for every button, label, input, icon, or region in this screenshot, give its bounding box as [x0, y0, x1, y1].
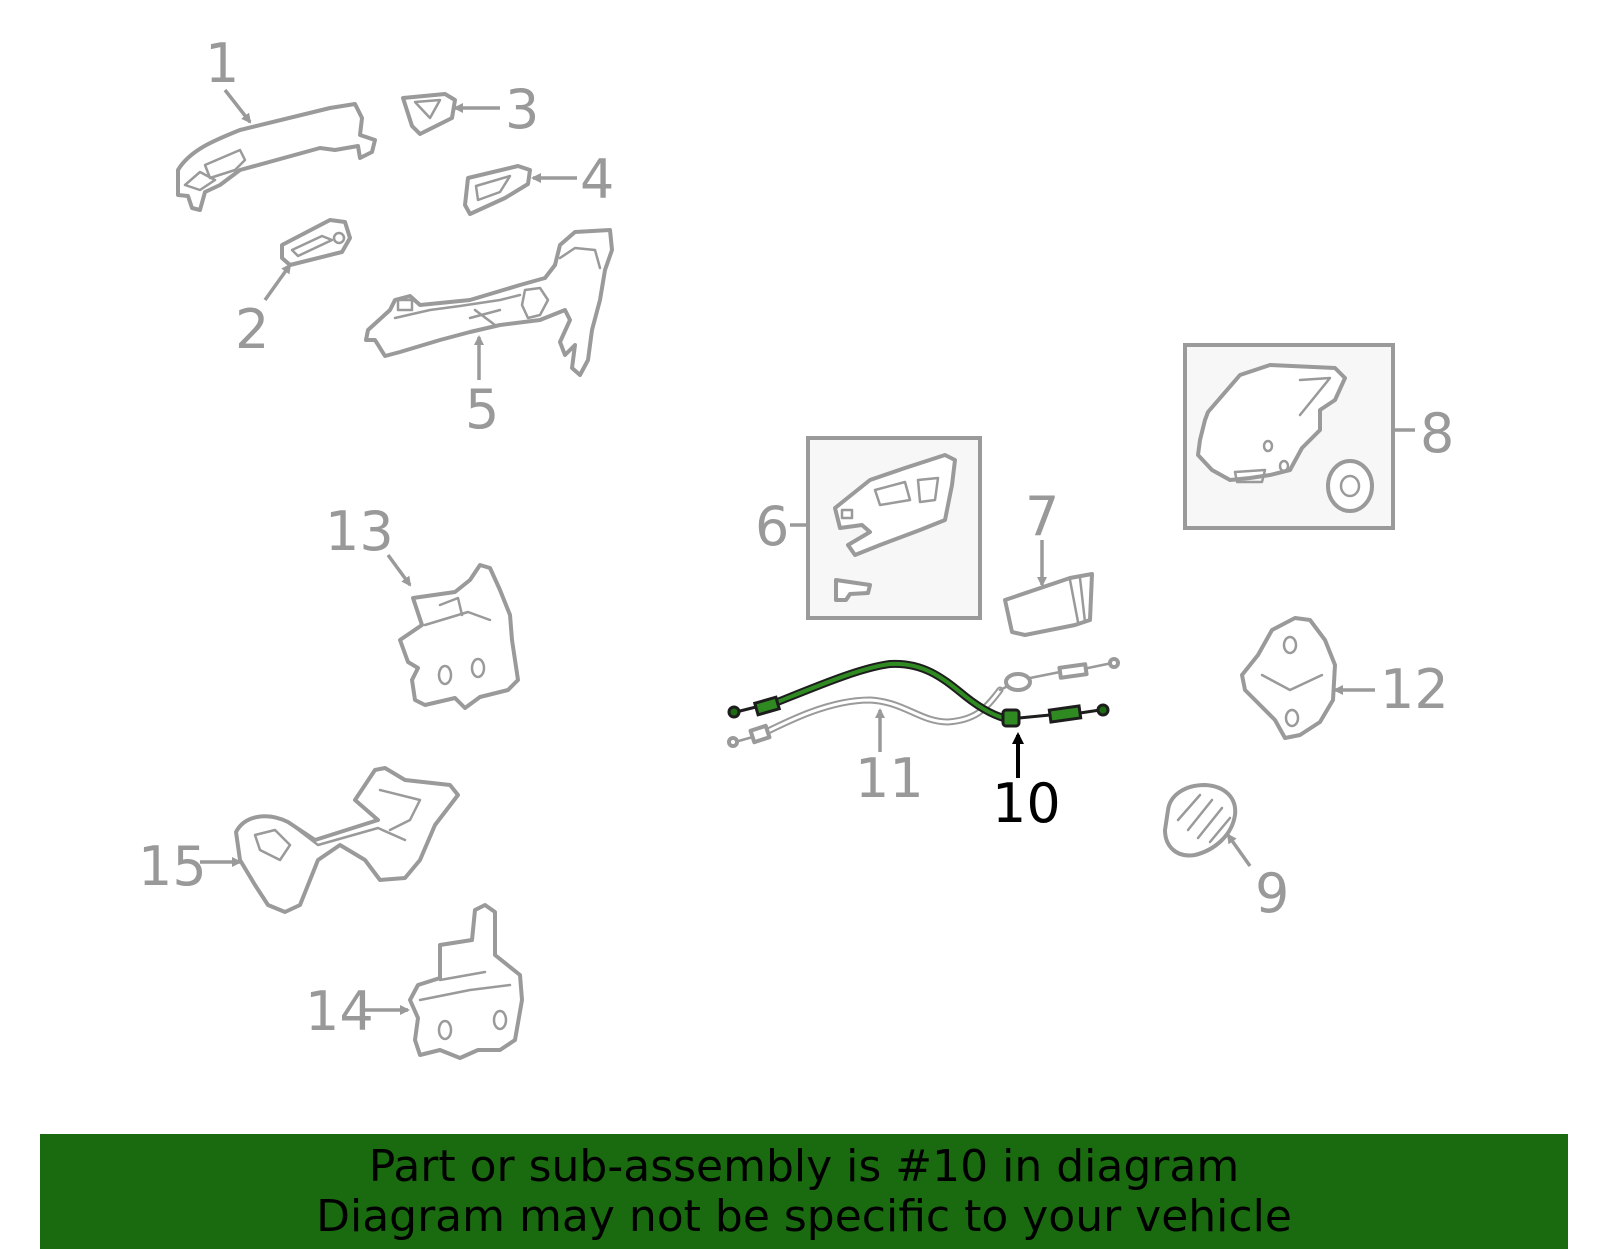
callout-15: 15: [138, 835, 207, 898]
leader-9: [1226, 833, 1252, 868]
callout-5: 5: [465, 378, 499, 441]
banner-line-2: Diagram may not be specific to your vehi…: [316, 1191, 1292, 1242]
part-12-striker: [1240, 616, 1337, 740]
banner-line-1: Part or sub-assembly is #10 in diagram: [368, 1141, 1240, 1192]
callout-2: 2: [235, 298, 269, 361]
part-13-hinge-upper: [398, 563, 520, 710]
callout-8: 8: [1420, 402, 1454, 465]
callout-13: 13: [325, 500, 394, 563]
callout-7: 7: [1025, 485, 1059, 548]
callout-6: 6: [755, 495, 789, 558]
callout-1: 1: [205, 32, 239, 95]
part-6-box: [806, 436, 982, 620]
callout-11: 11: [855, 747, 924, 810]
part-11-cable: [727, 657, 1120, 748]
callout-9: 9: [1255, 862, 1289, 925]
part-8-box: [1183, 343, 1395, 530]
part-14-hinge-lower: [408, 903, 524, 1060]
part-1-outer-handle: [176, 102, 377, 212]
callout-14: 14: [305, 980, 374, 1043]
part-7-cover: [1003, 572, 1094, 637]
part-4-cover-cap: [463, 164, 532, 216]
part-2-handle-pad: [280, 218, 352, 267]
callout-10: 10: [992, 772, 1061, 835]
info-banner: Part or sub-assembly is #10 in diagram D…: [40, 1134, 1568, 1249]
leader-1: [223, 88, 252, 124]
part-10-cable-highlighted: [727, 659, 1110, 728]
part-5-handle-frame: [364, 228, 614, 377]
callout-4: 4: [580, 148, 614, 211]
callout-3: 3: [505, 78, 539, 141]
part-9-bumper: [1163, 783, 1238, 858]
leader-2: [263, 263, 292, 302]
part-15-door-check: [234, 766, 460, 914]
callout-12: 12: [1380, 658, 1449, 721]
part-3-cover-cap: [401, 92, 457, 136]
leader-13: [386, 553, 412, 587]
